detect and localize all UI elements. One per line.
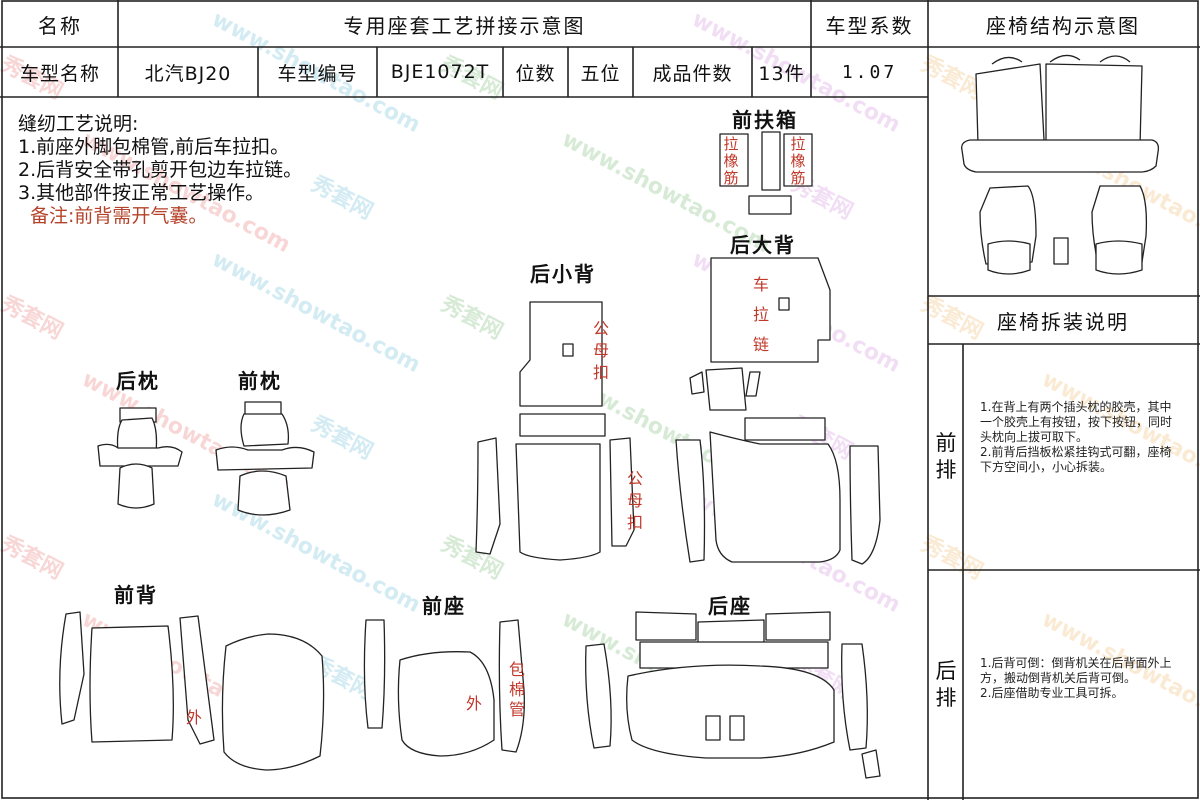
coef-label: 车型系数 (825, 13, 914, 38)
label-front-seat: 前座 (422, 594, 466, 618)
annotation-snap-lower: 公母扣 (626, 469, 643, 532)
model-code-label: 车型编号 (277, 62, 358, 85)
annotation-snap-upper: 公母扣 (592, 319, 609, 382)
front-row-instructions: 1.在背上有两个插头枕的胶壳，其中一个胶壳上有按钮，按下按钮，同时头枕向上拔可取… (980, 400, 1176, 475)
rear-instruction-item: 2.后座借助专业工具可拆。 (980, 686, 1124, 700)
model-name-label: 车型名称 (19, 62, 100, 85)
pieces-value: 13件 (758, 62, 805, 85)
model-code: BJE1072T (390, 61, 490, 83)
label-front-armrest-box: 前扶箱 (732, 108, 798, 132)
front-instruction-item: 2.前背后挡板松紧挂钩式可翻，座椅下方空间小，小心拆装。 (980, 445, 1172, 474)
front-row-label: 前排 (935, 431, 957, 482)
annotation-elastic-left: 拉橡筋 (723, 135, 739, 187)
process-note-item: 2.后背安全带孔剪开包边车拉链。 (18, 159, 303, 181)
label-rear-seat: 后座 (708, 594, 752, 618)
label-rear-small-back: 后小背 (530, 262, 596, 286)
disassembly-title: 座椅拆装说明 (997, 309, 1129, 334)
process-note-item: 1.前座外脚包棉管,前后车拉扣。 (18, 136, 290, 158)
label-rear-big-back: 后大背 (730, 233, 796, 257)
annotation-zipper: 车拉链 (752, 275, 769, 354)
model-name: 北汽BJ20 (144, 62, 232, 85)
rear-row-label: 后排 (935, 659, 957, 710)
rear-row-instructions: 1.后背可倒：倒背机关在后背面外上方，搬动倒背机关后背可倒。 2.后座借助专业工… (980, 656, 1176, 701)
process-remark: 备注:前背需开气囊。 (30, 205, 208, 227)
label-front-pillow: 前枕 (238, 369, 282, 393)
pieces-label: 成品件数 (652, 62, 733, 85)
label-front-back: 前背 (114, 583, 158, 607)
annotation-outer-back: 外 (186, 708, 203, 727)
process-notes-title: 缝纫工艺说明: (18, 113, 139, 135)
annotation-elastic-right: 拉橡筋 (790, 135, 806, 187)
seats-value: 五位 (580, 62, 621, 85)
name-label: 名称 (38, 13, 82, 38)
front-instruction-item: 1.在背上有两个插头枕的胶壳，其中一个胶壳上有按钮，按下按钮，同时头枕向上拔可取… (980, 400, 1173, 444)
annotation-cotton-tube: 包棉管 (508, 660, 525, 719)
label-rear-pillow: 后枕 (116, 369, 160, 393)
coefficient-value: 1.07 (841, 61, 898, 83)
rear-instruction-item: 1.后背可倒：倒背机关在后背面外上方，搬动倒背机关后背可倒。 (980, 656, 1172, 685)
process-note-item: 3.其他部件按正常工艺操作。 (18, 182, 265, 204)
structure-title: 座椅结构示意图 (986, 13, 1140, 38)
process-notes: 缝纫工艺说明: 1.前座外脚包棉管,前后车拉扣。 2.后背安全带孔剪开包边车拉链… (18, 113, 302, 228)
sheet-title: 专用座套工艺拼接示意图 (343, 13, 586, 38)
seats-label: 位数 (515, 62, 556, 85)
annotation-outer-seat: 外 (466, 694, 483, 713)
